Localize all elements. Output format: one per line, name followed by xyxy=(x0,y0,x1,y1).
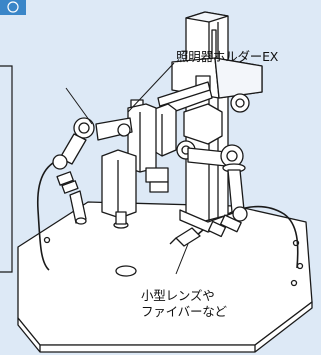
corner-tab xyxy=(0,0,26,15)
lens-label-line1: 小型レンズや xyxy=(141,288,215,303)
lens-fiber-label: 小型レンズや ファイバーなど xyxy=(141,288,227,320)
left-arm xyxy=(52,117,133,225)
center-unit xyxy=(101,99,169,229)
holder-label: 照明器ホルダーEX xyxy=(176,49,279,64)
horizontal-beam xyxy=(151,81,223,160)
lens-label-line2: ファイバーなど xyxy=(141,304,227,319)
fiber-cable-left xyxy=(36,157,66,271)
side-frame xyxy=(0,65,13,273)
leader-lines xyxy=(65,62,189,275)
base-plate xyxy=(17,201,313,353)
right-arm xyxy=(169,144,248,247)
